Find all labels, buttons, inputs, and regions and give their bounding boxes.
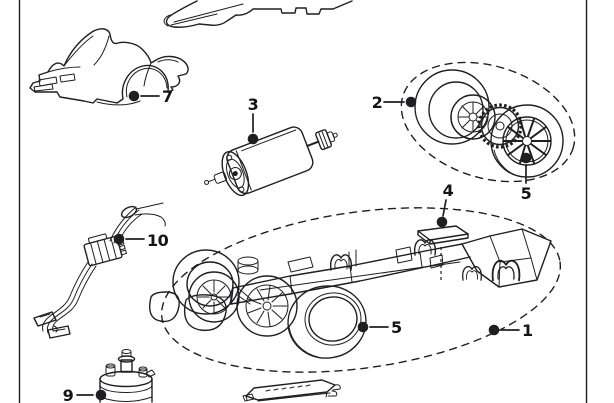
callout-label: 5 bbox=[391, 318, 402, 337]
callout-5-lower: 5 bbox=[357, 318, 403, 337]
chassis-rail-illustration bbox=[230, 239, 521, 305]
part-5-front-tire bbox=[490, 104, 564, 178]
part-10-wiring-harness bbox=[33, 202, 166, 339]
callout-label: 1 bbox=[522, 321, 533, 340]
callout-5-upper: 5 bbox=[520, 152, 532, 203]
front-tire-ring-illustration bbox=[172, 249, 240, 315]
callout-4: 4 bbox=[436, 181, 454, 228]
callout-label: 3 bbox=[248, 95, 259, 114]
part-battery-tray bbox=[242, 379, 341, 402]
page-frame bbox=[18, 0, 588, 403]
callout-line bbox=[442, 199, 447, 217]
part-2-wheel-gear-assembly bbox=[400, 61, 576, 183]
callout-dot bbox=[247, 133, 259, 145]
part-top-body-fragment bbox=[163, 0, 353, 28]
callout-10: 10 bbox=[113, 231, 169, 250]
callout-label: 9 bbox=[63, 386, 74, 403]
callout-label: 4 bbox=[443, 181, 454, 200]
callout-dot bbox=[128, 90, 140, 102]
part-4-plate bbox=[417, 225, 469, 281]
front-wheel-right-illustration bbox=[236, 275, 298, 337]
callout-label: 10 bbox=[147, 231, 169, 250]
part-1-chassis-assembly bbox=[148, 207, 562, 373]
callout-dot bbox=[436, 216, 448, 228]
group-ellipse-part-1 bbox=[160, 207, 562, 373]
rear-tire-illustration bbox=[414, 69, 490, 145]
callout-dot bbox=[405, 96, 417, 108]
body-mount-blobs-illustration bbox=[148, 291, 227, 332]
callout-label: 5 bbox=[521, 184, 532, 203]
part-7-rear-body-shell bbox=[29, 28, 189, 106]
callout-dot bbox=[95, 389, 107, 401]
callout-7: 7 bbox=[128, 87, 173, 106]
group-ellipse-part-2 bbox=[400, 61, 576, 183]
part-3-motor bbox=[204, 126, 338, 197]
crown-gear-illustration bbox=[477, 103, 523, 149]
callout-dot bbox=[113, 233, 125, 245]
rear-body-tail-illustration bbox=[461, 228, 552, 288]
callout-3: 3 bbox=[247, 95, 259, 145]
harness-terminals-illustration bbox=[33, 311, 71, 339]
part-5-rear-tire bbox=[287, 285, 367, 359]
callout-2: 2 bbox=[372, 93, 417, 112]
callout-label: 7 bbox=[162, 87, 173, 106]
callout-dot bbox=[520, 152, 532, 164]
callout-1: 1 bbox=[488, 321, 534, 340]
callout-dot bbox=[357, 321, 369, 333]
wheel-hub-illustration bbox=[450, 94, 496, 140]
callout-dot bbox=[488, 324, 500, 336]
part-9-guide-post bbox=[99, 349, 156, 403]
callout-label: 2 bbox=[372, 93, 383, 112]
callout-9: 9 bbox=[63, 386, 107, 403]
